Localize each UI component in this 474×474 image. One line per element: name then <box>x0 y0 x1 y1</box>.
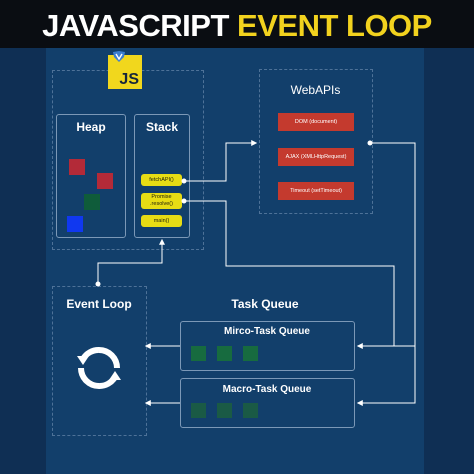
macro-task <box>243 403 258 418</box>
webapis-label: WebAPIs <box>290 83 341 97</box>
heap-object-green <box>84 194 100 210</box>
stack-panel <box>134 114 190 238</box>
connector-dot <box>367 140 373 146</box>
task-queue-label: Task Queue <box>231 297 299 311</box>
connector-dot <box>181 198 187 204</box>
stack-frame-main: main() <box>141 215 182 227</box>
arrow-promise-to-queue <box>184 200 395 346</box>
heap-label: Heap <box>76 120 106 134</box>
event-loop-region <box>52 286 147 436</box>
micro-task <box>191 346 206 361</box>
stack-frame-fetchapi: fetchAPI() <box>141 174 182 186</box>
arrow-eventloop-to-stack <box>97 238 165 284</box>
micro-task <box>243 346 258 361</box>
js-logo-text: JS <box>119 71 139 88</box>
js-logo: JS <box>108 55 142 89</box>
macro-task-queue-label: Macro-Task Queue <box>222 384 312 395</box>
title-part1: JAVASCRIPT <box>42 8 229 43</box>
stack-label: Stack <box>145 120 179 134</box>
webapi-timeout: Timeout (setTimeout) <box>278 182 354 200</box>
macro-task <box>191 403 206 418</box>
stack-frame-promise-resolve: Promise .resolve() <box>141 193 182 209</box>
page-title: JAVASCRIPT EVENT LOOP <box>0 8 474 44</box>
shield-icon <box>113 51 125 62</box>
micro-task-queue-panel <box>180 321 355 371</box>
connector-dot <box>95 281 101 287</box>
heap-panel <box>56 114 126 238</box>
heap-object-blue <box>67 216 83 232</box>
arrow-stack-to-webapis <box>184 140 258 182</box>
heap-object-red <box>69 159 85 175</box>
macro-task-queue-panel <box>180 378 355 428</box>
refresh-icon <box>77 347 121 389</box>
heap-object-red <box>97 173 113 189</box>
title-bar <box>0 0 474 48</box>
micro-task <box>217 346 232 361</box>
micro-task-queue-label: Mirco-Task Queue <box>224 326 310 337</box>
webapi-dom: DOM (document) <box>278 113 354 131</box>
title-part2: EVENT LOOP <box>237 8 432 43</box>
macro-task <box>217 403 232 418</box>
webapis-panel <box>259 69 373 214</box>
webapi-ajax: AJAX (XMLHttpRequest) <box>278 148 354 166</box>
connector-dot <box>181 178 187 184</box>
event-loop-label: Event Loop <box>66 297 132 311</box>
arrow-webapis-to-queues <box>356 142 416 406</box>
